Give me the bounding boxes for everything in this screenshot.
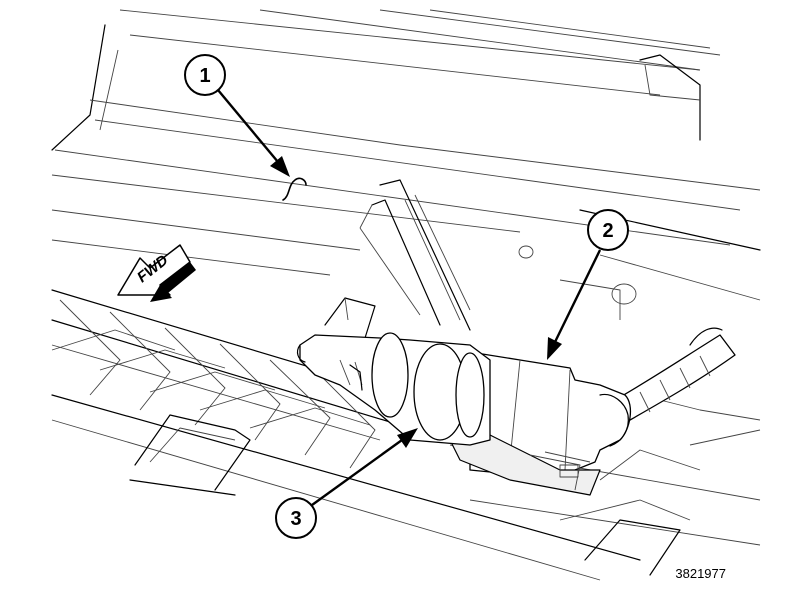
callout-2-leader xyxy=(553,249,602,343)
callout-1-leader xyxy=(217,89,279,163)
electrical-connector xyxy=(449,351,632,496)
callout-1-label: 1 xyxy=(199,65,210,87)
callout-1-arrowhead xyxy=(270,156,290,177)
bumper-structure xyxy=(51,9,761,581)
callout-2-arrowhead xyxy=(547,337,562,360)
ambient-temp-sensor xyxy=(296,332,491,446)
wiring-harness xyxy=(614,327,736,421)
callout-3-leader xyxy=(311,439,403,506)
callout-3-label: 3 xyxy=(290,508,301,530)
callout-3: 3 xyxy=(275,428,418,539)
callout-2-label: 2 xyxy=(602,220,613,242)
callout-3-arrowhead xyxy=(397,428,418,448)
forward-direction-arrow: FWD xyxy=(117,244,196,302)
callout-2: 2 xyxy=(547,209,629,360)
callout-1: 1 xyxy=(184,54,307,201)
figure-id: 3821977 xyxy=(675,566,726,581)
